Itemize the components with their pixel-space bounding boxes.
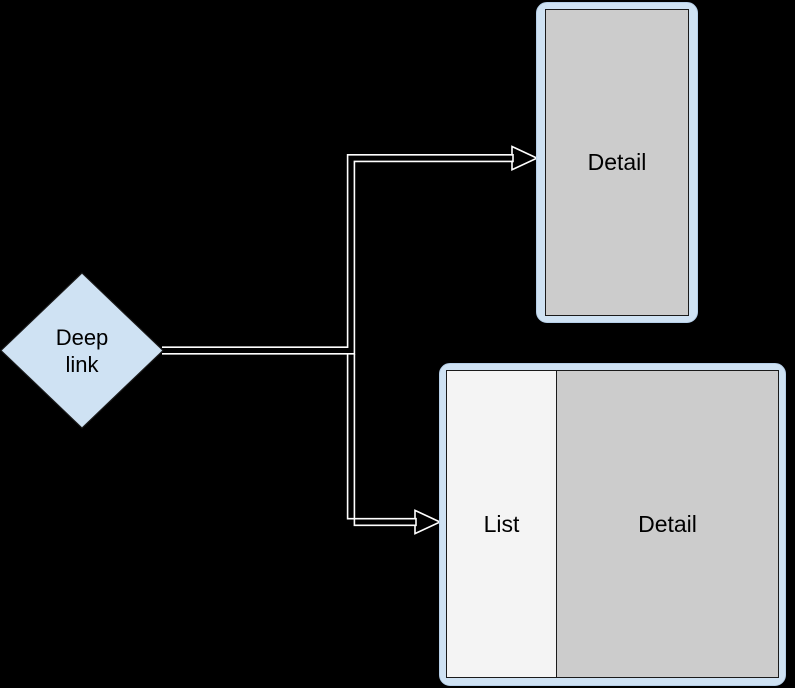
node-list-detail-tablet-screen[interactable]: List Detail [446, 370, 779, 678]
node-detail-phone-screen[interactable]: Detail [545, 9, 689, 316]
detail-pane-label: Detail [587, 149, 647, 175]
edge-deep-link-to-list-detail [346, 354, 442, 535]
edge-deep-link-to-detail [162, 145, 539, 355]
list-pane[interactable]: List [447, 371, 557, 677]
diamond-shape [0, 272, 164, 429]
detail-pane[interactable]: Detail [557, 371, 778, 677]
node-deep-link[interactable]: Deep link [0, 272, 164, 429]
detail-pane-label-tablet: Detail [638, 510, 697, 537]
list-pane-label: List [483, 510, 520, 537]
